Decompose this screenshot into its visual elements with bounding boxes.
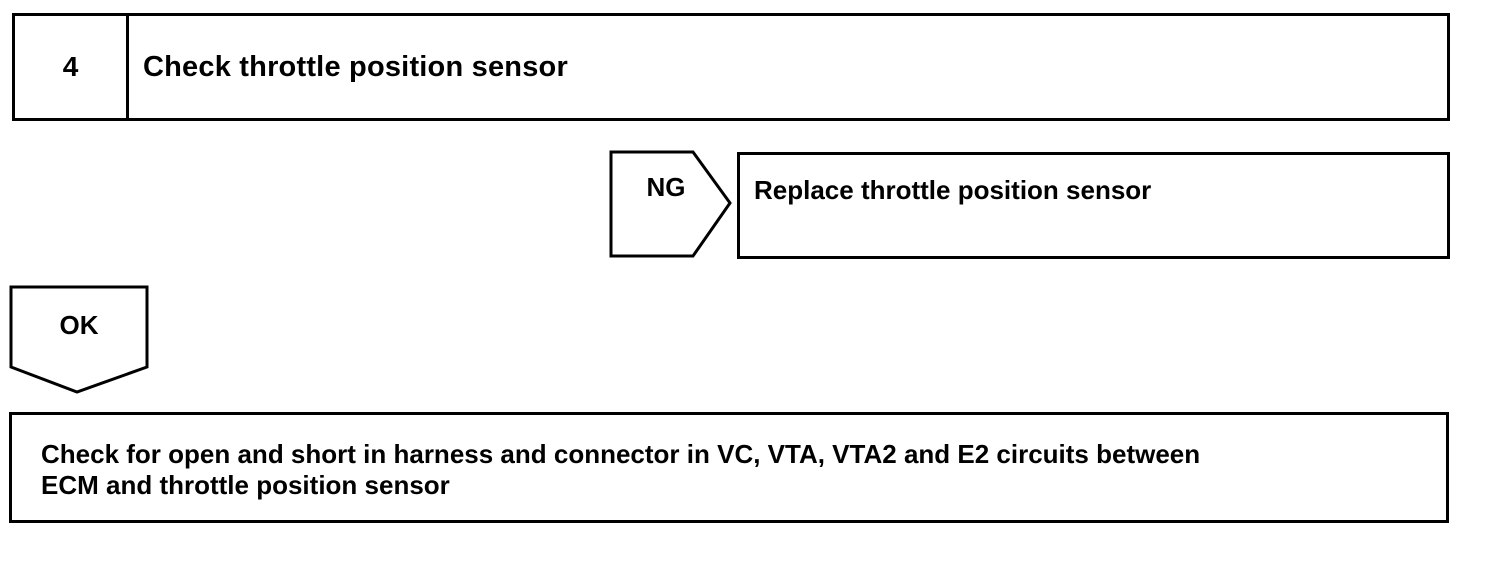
step-box: 4 Check throttle position sensor	[12, 13, 1450, 121]
ng-action-box: Replace throttle position sensor	[737, 152, 1450, 259]
next-step-box: Check for open and short in harness and …	[9, 412, 1449, 523]
next-step-line-1: Check for open and short in harness and …	[41, 439, 1201, 469]
next-step-line-2: ECM and throttle position sensor	[41, 470, 450, 500]
ok-arrow-shape	[9, 285, 149, 394]
ng-label: NG	[646, 172, 686, 202]
ng-arrow-shape	[609, 150, 732, 258]
step-number: 4	[15, 16, 129, 118]
step-title: Check throttle position sensor	[143, 50, 568, 83]
next-step-text: Check for open and short in harness and …	[41, 439, 1426, 501]
ng-action-text: Replace throttle position sensor	[754, 175, 1152, 205]
ok-label: OK	[59, 310, 99, 340]
